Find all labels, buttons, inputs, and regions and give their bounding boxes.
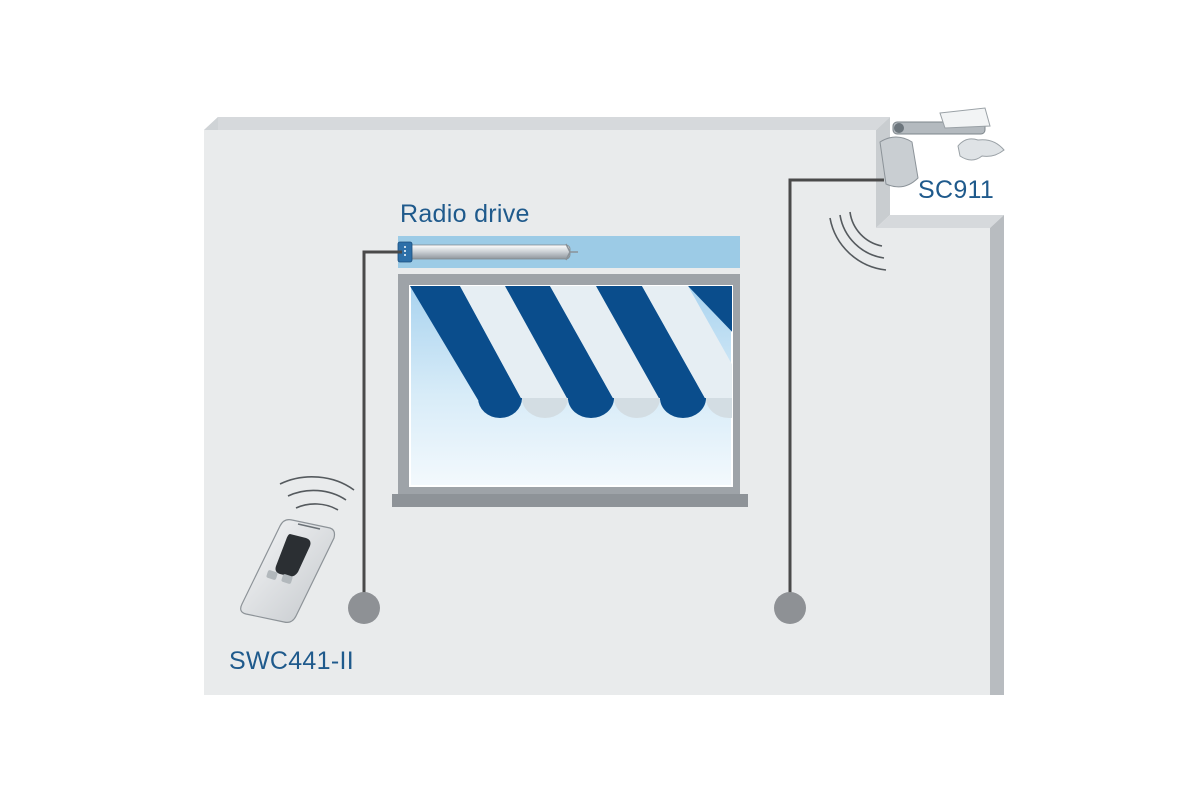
sensor-wind-vane-icon <box>939 107 991 129</box>
signal-wave <box>279 476 355 491</box>
remote-indicator <box>266 570 278 580</box>
wall-socket-left <box>348 592 380 624</box>
signal-wave <box>287 489 347 501</box>
awning-valance <box>522 398 568 418</box>
sensor-signal-waves-icon <box>829 211 887 271</box>
awning-valance <box>478 398 522 418</box>
sensor-label: SC911 <box>918 176 995 204</box>
awning-stripe <box>505 286 614 400</box>
window-sill <box>392 494 748 507</box>
tube-motor-tip <box>565 243 578 261</box>
sc911-sensor <box>879 107 1005 188</box>
cables <box>362 178 884 600</box>
window <box>392 274 748 507</box>
cable-radio-drive <box>362 250 402 600</box>
awning-valance <box>660 398 706 418</box>
awning-stripe <box>596 286 706 400</box>
wall-right-edge <box>990 215 1004 695</box>
wall-top-edge <box>204 117 890 130</box>
awning-stripe <box>688 286 732 332</box>
radio-drive-label: Radio drive <box>400 200 530 228</box>
wall-left-edge <box>204 117 218 130</box>
awning <box>410 286 732 418</box>
awning-valance <box>568 398 614 418</box>
signal-wave <box>829 217 887 271</box>
awning-stripe <box>550 286 660 400</box>
awning-stripe <box>460 286 568 400</box>
awning-valance <box>614 398 660 418</box>
signal-wave <box>839 214 885 259</box>
awning-valance <box>706 398 732 418</box>
swc441-remote <box>240 519 336 623</box>
sensor-housing <box>879 136 919 188</box>
cable-sensor <box>788 178 884 600</box>
remote-button-pad <box>275 534 311 577</box>
awning-stripe <box>410 286 522 400</box>
wall-socket-right <box>774 592 806 624</box>
remote-signal-waves-icon <box>279 476 355 511</box>
sensor-anemometer-icon <box>957 138 1005 161</box>
sensor-bolt <box>894 123 904 133</box>
remote-label: SWC441-II <box>229 647 354 675</box>
remote-brand-mark <box>297 523 321 530</box>
awning-stripe <box>642 286 732 400</box>
signal-wave <box>849 211 883 247</box>
radio-drive-unit <box>397 236 740 268</box>
tube-motor <box>401 244 571 260</box>
signal-wave <box>295 503 339 511</box>
wall-notch-bottom <box>876 215 1004 228</box>
remote-indicator <box>281 574 293 584</box>
